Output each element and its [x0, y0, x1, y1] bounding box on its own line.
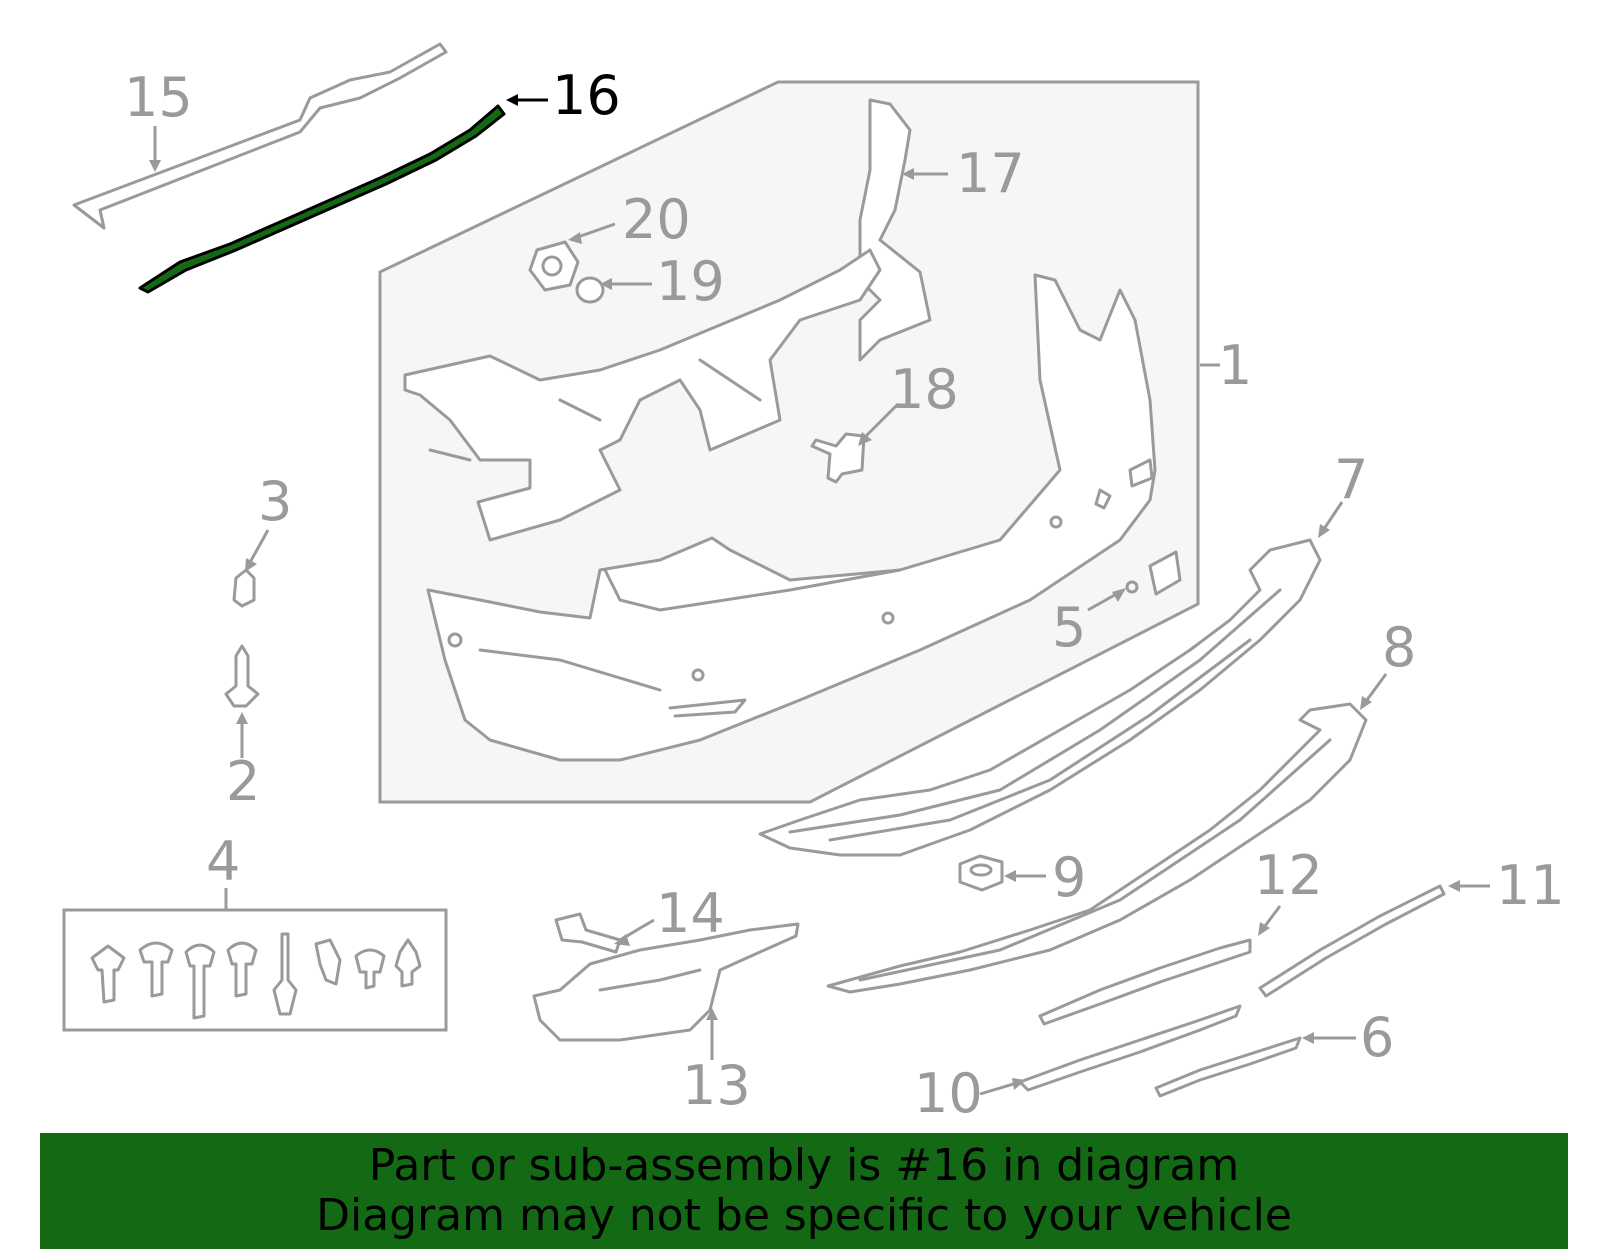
callout-6: 6 [1360, 1006, 1394, 1069]
part-7-diffuser [758, 538, 1322, 857]
callout-13: 13 [682, 1054, 751, 1117]
part-14-bolt [554, 912, 622, 954]
info-banner: Part or sub-assembly is #16 in diagram D… [40, 1133, 1568, 1249]
callout-18: 18 [890, 358, 959, 421]
part-12-strip [1038, 938, 1252, 1026]
callout-19: 19 [656, 250, 725, 313]
callout-8: 8 [1382, 616, 1416, 679]
callout-9: 9 [1052, 846, 1086, 909]
part-8-lower-diffuser [826, 702, 1368, 994]
banner-line-1: Part or sub-assembly is #16 in diagram [368, 1140, 1240, 1191]
callout-7: 7 [1334, 448, 1368, 511]
callout-2: 2 [226, 750, 260, 813]
part-17-reinforcement [403, 248, 882, 542]
part-6-strip [1154, 1036, 1302, 1098]
part-4-hardware [90, 932, 422, 1020]
part-18-clip [810, 432, 866, 484]
callout-10: 10 [914, 1062, 983, 1125]
part-1-bumper-cover [426, 273, 1157, 762]
callout-1: 1 [1218, 334, 1252, 397]
part-15-strip [72, 42, 448, 230]
callout-3: 3 [258, 470, 292, 533]
callout-12: 12 [1254, 844, 1323, 907]
part-3-clip [232, 568, 256, 608]
part-13-bracket [532, 922, 800, 1042]
callout-14: 14 [656, 882, 725, 945]
callout-16[interactable]: 16 [552, 64, 621, 127]
part-4-hardware-box [62, 908, 448, 1032]
part-2-screw [224, 644, 260, 708]
callout-4: 4 [206, 830, 240, 893]
part-11-strip [1258, 884, 1446, 998]
part-10-strip [1018, 1004, 1242, 1092]
part-5-clip [1148, 550, 1182, 596]
banner-line-2: Diagram may not be specific to your vehi… [316, 1190, 1292, 1241]
callout-11: 11 [1496, 854, 1565, 917]
part-19-cap [575, 276, 605, 304]
part-16-highlighted[interactable] [138, 104, 506, 294]
callout-5: 5 [1052, 596, 1086, 659]
callout-20: 20 [622, 188, 691, 251]
part-9-nut [958, 854, 1004, 892]
callout-17: 17 [956, 142, 1025, 205]
part-20-nut [528, 240, 580, 292]
part-17-bracket [858, 98, 932, 362]
callout-15: 15 [124, 66, 193, 129]
